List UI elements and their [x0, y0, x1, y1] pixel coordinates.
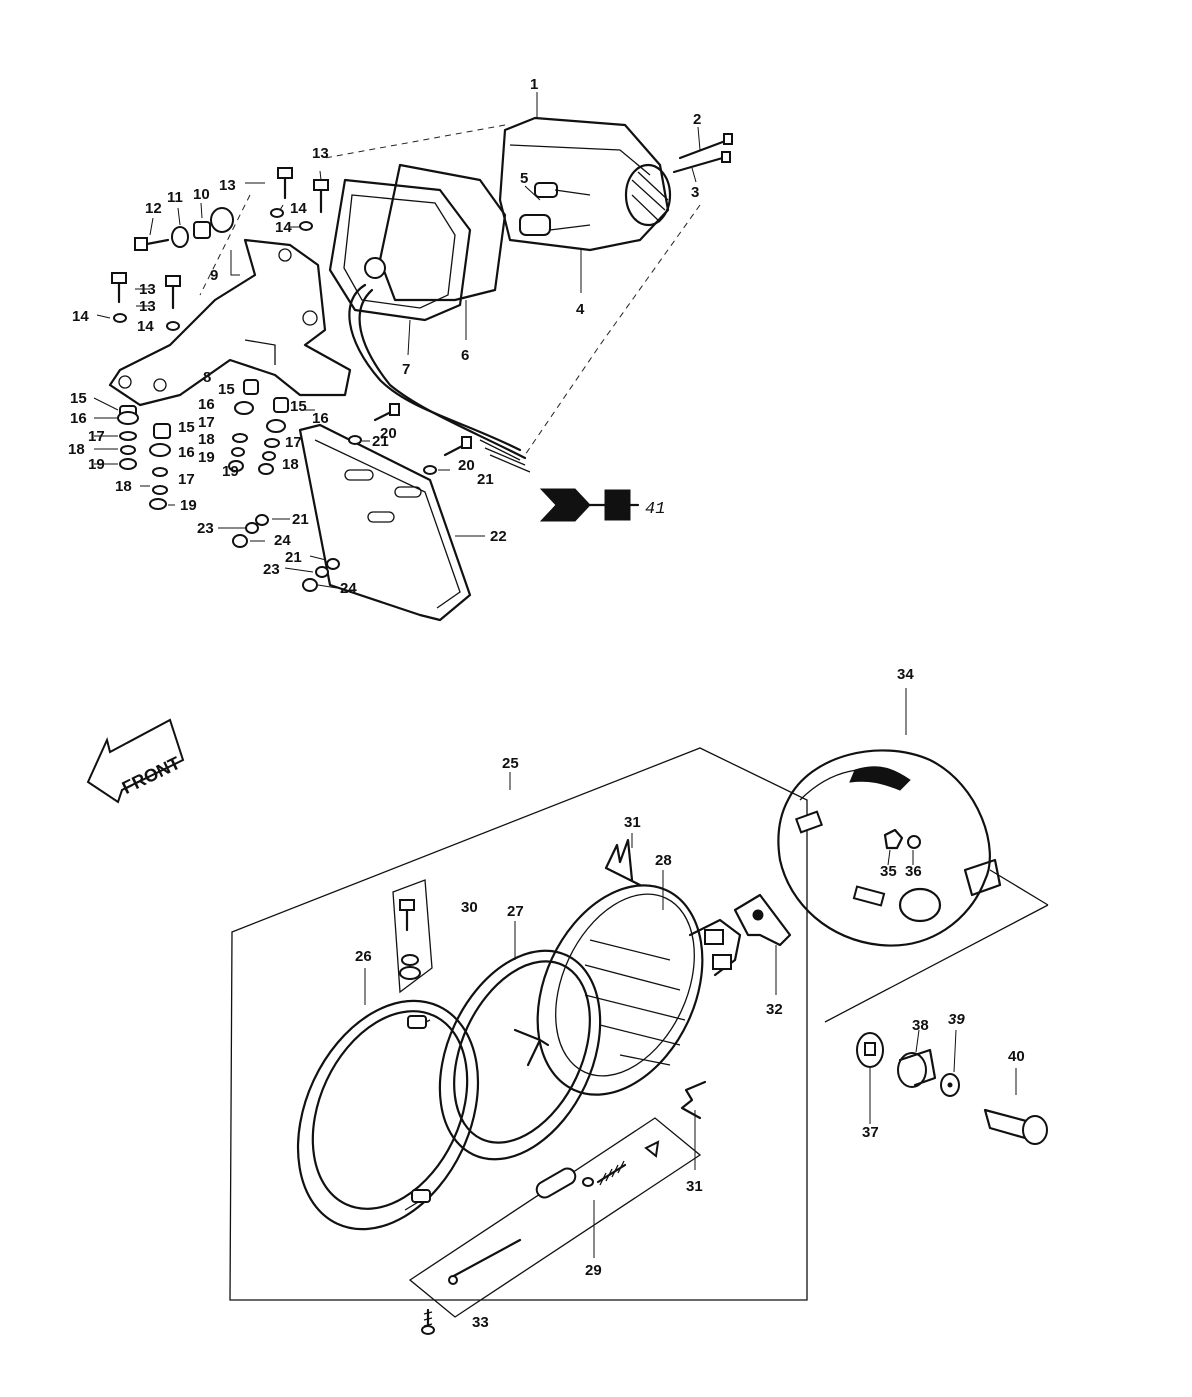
callout-31b: 31 — [686, 1178, 703, 1195]
reference-41-symbol: 41 — [539, 488, 665, 522]
callout-24b: 24 — [340, 580, 357, 597]
callout-8: 8 — [203, 369, 211, 386]
callout-37: 37 — [862, 1124, 879, 1141]
callout-20b: 20 — [458, 457, 475, 474]
headlight-shell — [777, 749, 1002, 947]
callout-21b: 21 — [477, 471, 494, 488]
callout-23a: 23 — [197, 520, 214, 537]
callout-11: 11 — [167, 189, 183, 206]
inner-rim — [438, 949, 602, 1161]
front-arrow: FRONT — [86, 718, 185, 804]
callout-22: 22 — [490, 528, 507, 545]
callout-34: 34 — [897, 666, 914, 683]
callout-13a: 13 — [219, 177, 236, 194]
adjusting-screw — [392, 879, 433, 994]
callout-3: 3 — [691, 184, 699, 201]
callout-32: 32 — [766, 1001, 783, 1018]
callout-15c: 15 — [178, 419, 195, 436]
callout-18c: 18 — [115, 478, 132, 495]
callout-25: 25 — [502, 755, 519, 772]
shell-mount-hardware — [856, 1032, 1048, 1145]
spring-lower — [680, 1080, 707, 1120]
leader-lines-bottom — [364, 688, 1017, 1258]
callout-27: 27 — [507, 903, 524, 920]
callout-16c: 16 — [178, 444, 195, 461]
callout-38: 38 — [912, 1017, 929, 1034]
headlight-assembly — [229, 688, 1049, 1335]
callout-14d: 14 — [137, 318, 154, 335]
callout-2: 2 — [693, 111, 701, 128]
callout-30: 30 — [461, 899, 478, 916]
callout-4: 4 — [576, 301, 585, 318]
callout-16d: 16 — [312, 410, 329, 427]
spring-upper — [604, 838, 642, 887]
callout-14a: 14 — [290, 200, 307, 217]
callout-21d: 21 — [285, 549, 302, 566]
callout-19c: 19 — [180, 497, 197, 514]
callout-19a: 19 — [88, 456, 105, 473]
callout-18a: 18 — [68, 441, 85, 458]
callout-23b: 23 — [263, 561, 280, 578]
callout-17a: 17 — [88, 428, 105, 445]
callout-16a: 16 — [70, 410, 87, 427]
callout-20a: 20 — [380, 425, 397, 442]
callout-12: 12 — [145, 200, 162, 217]
callout-7: 7 — [402, 361, 410, 378]
callout-24a: 24 — [274, 532, 291, 549]
sealed-beam-unit — [536, 884, 742, 1096]
callout-39: 39 — [948, 1011, 965, 1028]
mounting-screw — [421, 1308, 435, 1335]
callout-15b: 15 — [218, 381, 235, 398]
callout-17d: 17 — [285, 434, 302, 451]
callout-9: 9 — [210, 267, 218, 284]
callout-13c: 13 — [139, 281, 156, 298]
callout-21c: 21 — [292, 511, 309, 528]
callout-18d: 18 — [282, 456, 299, 473]
callout-1: 1 — [530, 76, 538, 93]
callout-28: 28 — [655, 852, 672, 869]
callout-14b: 14 — [275, 219, 292, 236]
callout-31a: 31 — [624, 814, 641, 831]
license-plate-bracket — [298, 423, 472, 622]
mounting-bracket — [108, 238, 352, 407]
callout-19b: 19 — [198, 449, 215, 466]
callout-labels: 1 2 3 4 5 6 7 8 9 10 11 12 13 13 13 13 1… — [68, 76, 1025, 1331]
tail-lens — [328, 178, 527, 460]
small-hardware — [111, 167, 437, 592]
leader-lines-top — [93, 92, 701, 589]
callout-15a: 15 — [70, 390, 87, 407]
callout-33: 33 — [472, 1314, 489, 1331]
socket-bracket — [733, 893, 792, 947]
callout-6: 6 — [461, 347, 469, 364]
callout-14c: 14 — [72, 308, 89, 325]
callout-13b: 13 — [312, 145, 329, 162]
callout-10: 10 — [193, 186, 210, 203]
headlight-rim — [296, 999, 480, 1231]
callout-36: 36 — [905, 863, 922, 880]
callout-19d: 19 — [222, 463, 239, 480]
tail-light-assembly: 41 — [93, 92, 733, 622]
reference-41: 41 — [645, 500, 665, 519]
callout-21a: 21 — [372, 433, 389, 450]
callout-13d: 13 — [139, 298, 156, 315]
callout-40: 40 — [1008, 1048, 1025, 1065]
callout-18b: 18 — [198, 431, 215, 448]
callout-5: 5 — [520, 170, 528, 187]
adjusting-parts — [408, 1117, 702, 1318]
callout-17b: 17 — [198, 414, 215, 431]
callout-26: 26 — [355, 948, 372, 965]
callout-29: 29 — [585, 1262, 602, 1279]
housing-screws — [672, 133, 733, 174]
callout-35: 35 — [880, 863, 897, 880]
callout-15d: 15 — [290, 398, 307, 415]
callout-16b: 16 — [198, 396, 215, 413]
callout-17c: 17 — [178, 471, 195, 488]
